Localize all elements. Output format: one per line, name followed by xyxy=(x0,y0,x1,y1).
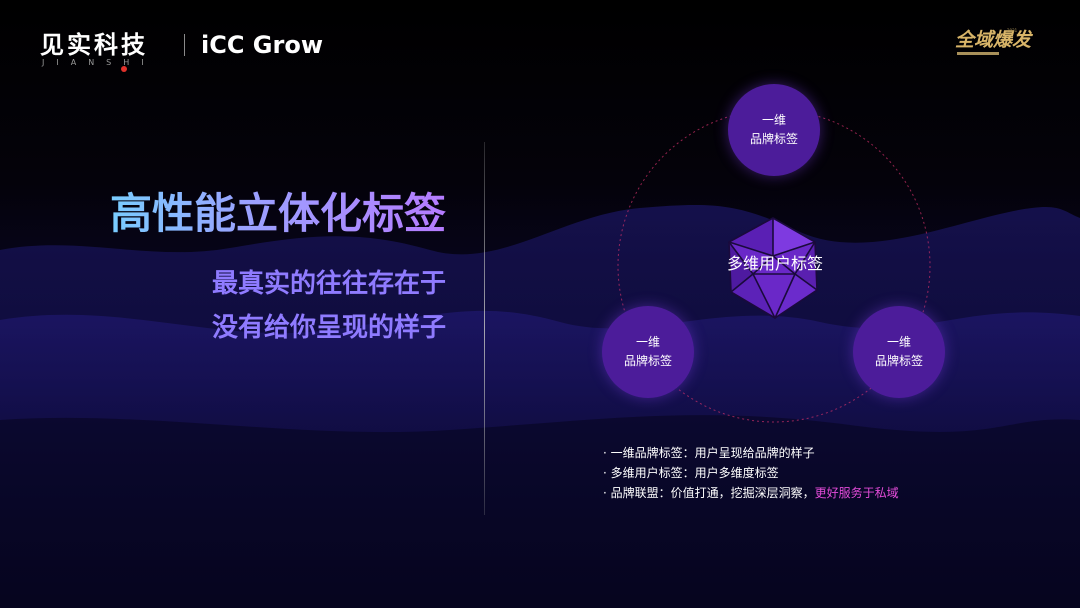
brand-tag-node-top: 一维 品牌标签 xyxy=(728,84,820,176)
node-label-line2: 品牌标签 xyxy=(623,354,672,368)
bullet-list: · 一维品牌标签：用户呈现给品牌的样子 · 多维用户标签：用户多维度标签 · 品… xyxy=(603,443,899,503)
node-label-line1: 一维 xyxy=(761,113,786,127)
icc-grow-logo: iCC Grow xyxy=(201,31,324,59)
event-logo-sub: 2021 xyxy=(1007,28,1018,33)
brand-dot-icon xyxy=(121,66,127,72)
brand-tag-node-right: 一维 品牌标签 xyxy=(853,306,945,398)
polyhedron-icon xyxy=(728,217,818,319)
bullet-item: · 多维用户标签：用户多维度标签 xyxy=(603,463,899,483)
event-logo-bar xyxy=(957,52,999,55)
node-label-line2: 品牌标签 xyxy=(874,354,923,368)
jianshi-logo: 见实科技 JIANSHI iCC Grow xyxy=(40,30,324,72)
logo-divider xyxy=(184,34,185,56)
tag-diagram: 一维 品牌标签 一维 品牌标签 一维 品牌标签 xyxy=(560,70,1000,440)
subtitle-line-2: 没有给你呈现的样子 xyxy=(211,313,446,343)
bullet-text: · 多维用户标签：用户多维度标签 xyxy=(603,466,779,480)
bullet-text: · 一维品牌标签：用户呈现给品牌的样子 xyxy=(603,446,815,460)
page-title: 高性能立体化标签 xyxy=(0,188,446,240)
orbit-ring xyxy=(617,109,931,423)
bullet-item: · 品牌联盟：价值打通，挖掘深层洞察，更好服务于私域 xyxy=(603,483,899,503)
node-label-line1: 一维 xyxy=(635,335,660,349)
vertical-divider xyxy=(484,142,485,515)
center-label: 多维用户标签 xyxy=(726,254,823,273)
bullet-item: · 一维品牌标签：用户呈现给品牌的样子 xyxy=(603,443,899,463)
bullet-text: · 品牌联盟：价值打通，挖掘深层洞察， xyxy=(603,486,815,500)
bullet-highlight: 更好服务于私域 xyxy=(814,486,899,500)
node-label-line1: 一维 xyxy=(886,335,911,349)
brand-name: 见实科技 JIANSHI xyxy=(40,30,164,72)
node-label-line2: 品牌标签 xyxy=(749,132,798,146)
event-logo-text: 全域爆发 xyxy=(955,29,1032,51)
brand-tag-node-left: 一维 品牌标签 xyxy=(602,306,694,398)
subtitle-line-1: 最真实的往往存在于 xyxy=(211,269,446,299)
brand-name-cn: 见实科技 xyxy=(40,31,148,59)
event-logo: 全域爆发 2021 xyxy=(955,28,1041,56)
brand-name-en: JIANSHI xyxy=(42,58,156,67)
